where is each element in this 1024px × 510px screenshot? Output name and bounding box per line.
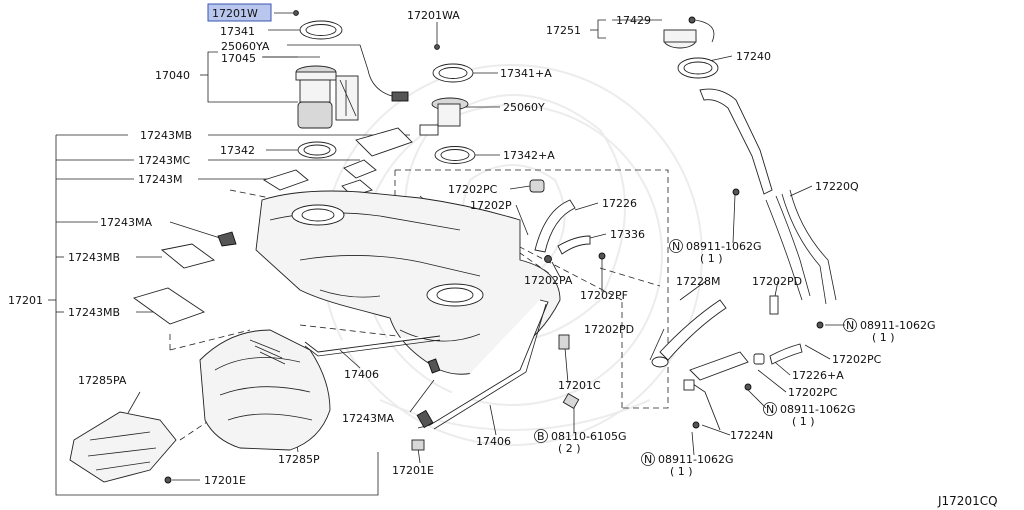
- n-marker-circle-4: [641, 452, 655, 466]
- label-17243ma-left[interactable]: 17243MA: [100, 216, 152, 229]
- label-08110-qty: ( 2 ): [558, 442, 581, 455]
- label-17243ma-low[interactable]: 17243MA: [342, 412, 394, 425]
- b-marker: B: [537, 430, 545, 443]
- gasket-rings: [293, 10, 476, 164]
- label-17201w[interactable]: 17201W: [212, 7, 258, 20]
- n-marker-2: N: [846, 319, 854, 332]
- n-marker-4: N: [644, 453, 652, 466]
- label-17202p[interactable]: 17202P: [470, 199, 512, 212]
- label-08911-a-qty: ( 1 ): [700, 252, 723, 265]
- fuel-tank: [255, 190, 561, 375]
- label-17251[interactable]: 17251: [546, 24, 581, 37]
- tank-straps: [304, 299, 549, 430]
- label-17406-low[interactable]: 17406: [476, 435, 511, 448]
- label-17285pa[interactable]: 17285PA: [78, 374, 127, 387]
- b-marker-circle: [534, 429, 548, 443]
- label-17202pc-right[interactable]: 17202PC: [832, 353, 882, 366]
- label-17202pa[interactable]: 17202PA: [524, 274, 573, 287]
- fuel-pump-assembly: [295, 65, 409, 129]
- label-17228m[interactable]: 17228M: [676, 275, 720, 288]
- label-17342[interactable]: 17342: [220, 144, 255, 157]
- label-17202pc-low[interactable]: 17202PC: [788, 386, 838, 399]
- label-17226a[interactable]: 17226+A: [792, 369, 844, 382]
- label-17341a[interactable]: 17341+A: [500, 67, 552, 80]
- n-marker-circle-3: [763, 402, 777, 416]
- label-17201e-low[interactable]: 17201E: [392, 464, 434, 477]
- label-25060ya[interactable]: 25060YA: [221, 40, 270, 53]
- label-17243mb-top[interactable]: 17243MB: [140, 129, 192, 142]
- part-labels: 17201W 17341 25060YA 17045 17040 17201WA…: [8, 7, 998, 508]
- label-08911-b[interactable]: 08911-1062G: [860, 319, 935, 332]
- label-08911-b-qty: ( 1 ): [872, 331, 895, 344]
- label-17336[interactable]: 17336: [610, 228, 645, 241]
- insulator-pads: [132, 127, 413, 325]
- highlighted-part-box: [207, 3, 272, 22]
- label-17406-left[interactable]: 17406: [344, 368, 379, 381]
- label-17202pd-mid[interactable]: 17202PD: [584, 323, 634, 336]
- diagram-reference-code: J17201CQ: [937, 494, 998, 508]
- label-17243mb-low[interactable]: 17243MB: [68, 306, 120, 319]
- label-17220q[interactable]: 17220Q: [815, 180, 859, 193]
- heat-shield-main: [199, 329, 331, 451]
- label-17341[interactable]: 17341: [220, 25, 255, 38]
- label-17243mb-mid[interactable]: 17243MB: [68, 251, 120, 264]
- label-17226[interactable]: 17226: [602, 197, 637, 210]
- label-08911-d[interactable]: 08911-1062G: [658, 453, 733, 466]
- label-17201e-left[interactable]: 17201E: [204, 474, 246, 487]
- nut-markers: N N N N B: [534, 239, 857, 466]
- label-08911-d-qty: ( 1 ): [670, 465, 693, 478]
- label-17040[interactable]: 17040: [155, 69, 190, 82]
- label-17342a[interactable]: 17342+A: [503, 149, 555, 162]
- heat-shield-small: [69, 411, 177, 484]
- label-17202pc-top[interactable]: 17202PC: [448, 183, 498, 196]
- filler-neck-assembly: [663, 16, 837, 305]
- label-25060y[interactable]: 25060Y: [503, 101, 545, 114]
- fuel-level-sender: [419, 97, 469, 136]
- label-17045[interactable]: 17045: [221, 52, 256, 65]
- mounting-bolts: [411, 188, 824, 451]
- label-17243mc[interactable]: 17243MC: [138, 154, 190, 167]
- label-17240[interactable]: 17240: [736, 50, 771, 63]
- label-08911-c[interactable]: 08911-1062G: [780, 403, 855, 416]
- label-17224n[interactable]: 17224N: [730, 429, 773, 442]
- label-08911-a[interactable]: 08911-1062G: [686, 240, 761, 253]
- label-17285p[interactable]: 17285P: [278, 453, 320, 466]
- label-08911-c-qty: ( 1 ): [792, 415, 815, 428]
- label-17243m[interactable]: 17243M: [138, 173, 182, 186]
- label-17202pd-right[interactable]: 17202PD: [752, 275, 802, 288]
- label-17201c[interactable]: 17201C: [558, 379, 601, 392]
- n-marker-1: N: [672, 240, 680, 253]
- vent-hoses: [529, 179, 803, 431]
- label-17202pf[interactable]: 17202PF: [580, 289, 628, 302]
- n-marker-3: N: [766, 403, 774, 416]
- n-marker-circle-1: [669, 239, 683, 253]
- label-08110-6105g[interactable]: 08110-6105G: [551, 430, 626, 443]
- label-17201wa[interactable]: 17201WA: [407, 9, 460, 22]
- label-17429[interactable]: 17429: [616, 14, 651, 27]
- n-marker-circle-2: [843, 318, 857, 332]
- label-17201[interactable]: 17201: [8, 294, 43, 307]
